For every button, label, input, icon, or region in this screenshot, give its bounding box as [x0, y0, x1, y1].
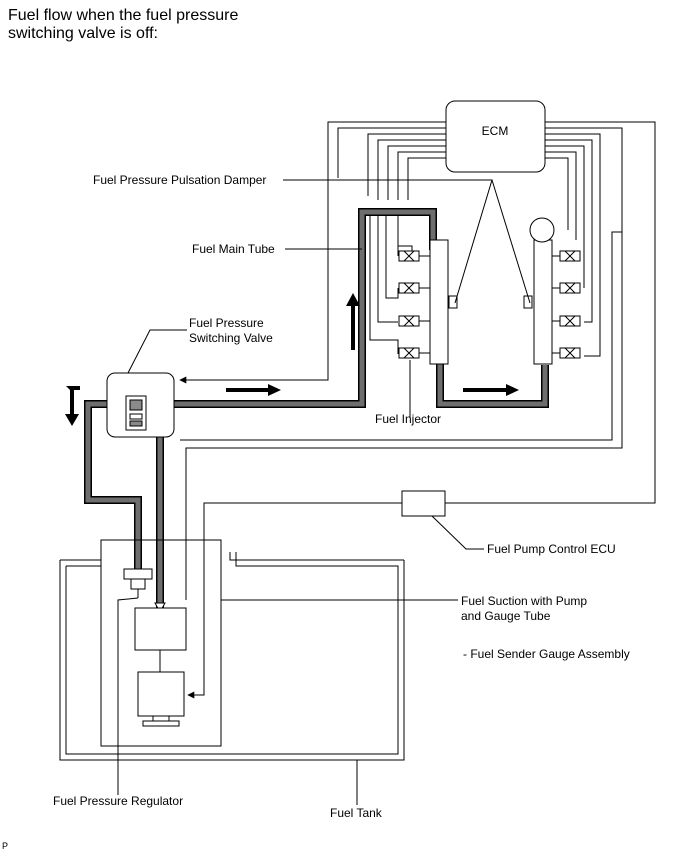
fuel-pressure-switching-valve	[106, 372, 175, 438]
control-wiring	[179, 121, 656, 699]
arrow-icon	[346, 293, 360, 350]
main-tube-label: Fuel Main Tube	[192, 242, 275, 256]
injector-icon	[398, 282, 430, 294]
suction-label-line-2: and Gauge Tube	[461, 609, 551, 623]
ecm-label: ECM	[482, 124, 509, 138]
left-injectors	[398, 250, 430, 359]
damper-label: Fuel Pressure Pulsation Damper	[93, 173, 266, 187]
switching-valve-label-line-2: Switching Valve	[189, 331, 273, 345]
injector-icon	[552, 347, 581, 359]
left-rail-sensor	[448, 295, 458, 309]
fuel-piping	[84, 208, 549, 610]
flow-arrows	[65, 293, 519, 426]
regulator-label: Fuel Pressure Regulator	[53, 794, 183, 808]
arrow-icon	[463, 384, 519, 396]
injector-label: Fuel Injector	[375, 412, 441, 426]
injector-icon	[398, 347, 430, 359]
fuel-pressure-regulator	[123, 568, 153, 598]
injector-icon	[552, 282, 581, 294]
ecm-box	[445, 100, 546, 173]
injector-icon	[552, 315, 581, 327]
right-injectors	[552, 250, 581, 359]
arrow-icon	[65, 386, 80, 426]
damper-icon	[529, 217, 555, 243]
fuel-pump-control-ecu-box	[401, 490, 446, 517]
fuel-pump	[134, 602, 187, 727]
arrow-icon	[226, 384, 281, 396]
left-delivery-pipe	[429, 239, 449, 365]
fuel-tank	[59, 552, 405, 761]
injector-icon	[552, 250, 581, 262]
diagram-title-line-2: switching valve is off:	[8, 25, 158, 42]
fuel-sender-gauge-assembly	[100, 539, 222, 747]
right-delivery-pipe	[533, 239, 553, 365]
injector-icon	[398, 315, 430, 327]
tank-label: Fuel Tank	[330, 806, 383, 820]
injector-icon	[398, 250, 430, 262]
suction-label-line-1: Fuel Suction with Pump	[461, 594, 587, 608]
corner-mark: P	[2, 841, 8, 851]
diagram-title-line-1: Fuel flow when the fuel pressure	[8, 7, 238, 24]
pump-ecu-label: Fuel Pump Control ECU	[487, 542, 616, 556]
leader-lines	[117, 179, 531, 805]
switching-valve-label-line-1: Fuel Pressure	[189, 316, 264, 330]
sender-label: - Fuel Sender Gauge Assembly	[463, 647, 630, 661]
